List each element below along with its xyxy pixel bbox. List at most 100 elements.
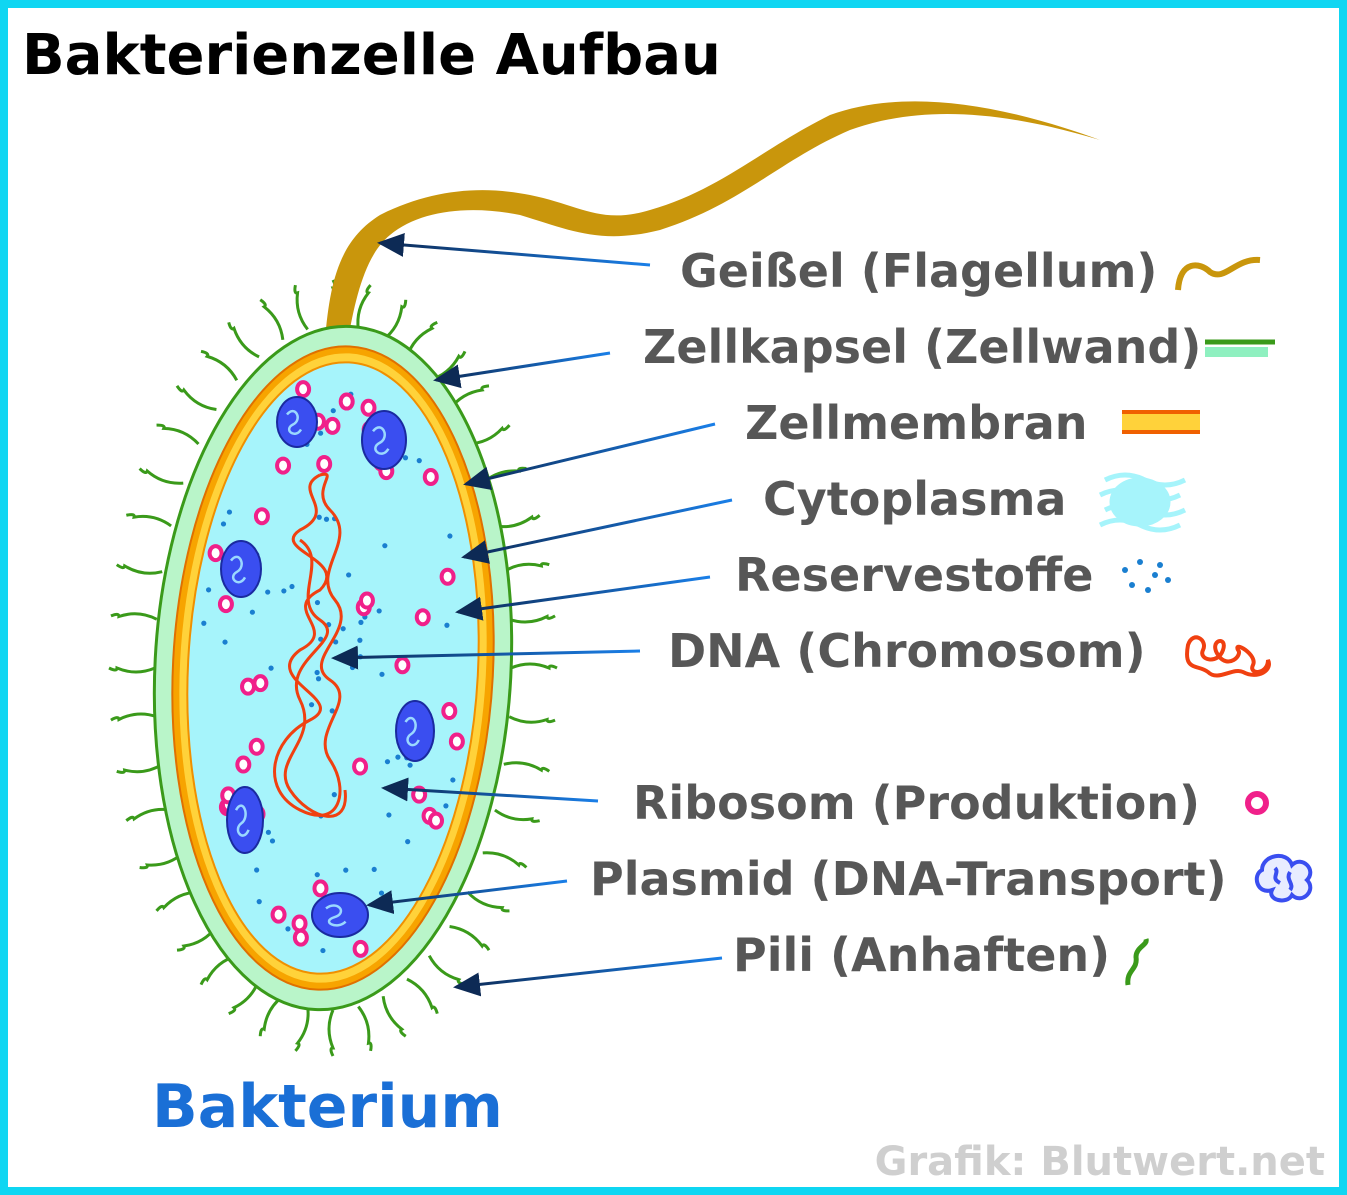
- reserve-granule: [357, 637, 363, 643]
- ribosome: [295, 380, 312, 399]
- ribosome: [240, 677, 257, 696]
- reserve-granule: [249, 609, 255, 615]
- caption-bakterium: Bakterium: [152, 1072, 503, 1142]
- pilus: [293, 284, 309, 331]
- ribosome: [441, 702, 458, 721]
- label-pili: Pili (Anhaften): [733, 928, 1110, 982]
- ribosome: [414, 608, 431, 627]
- reserve-granule: [314, 872, 320, 878]
- ribosome: [422, 468, 439, 487]
- pilus: [110, 612, 158, 621]
- plasmid-legend-icon: [1254, 854, 1313, 903]
- ribosome: [275, 456, 292, 475]
- credit-text: Grafik: Blutwert.net: [875, 1139, 1325, 1185]
- reserve-granule: [346, 572, 352, 578]
- pilus: [258, 994, 284, 1037]
- ribosomes: [207, 380, 465, 958]
- reserve-granule: [343, 867, 349, 873]
- plasmid: [395, 700, 435, 762]
- reserve-granule: [395, 754, 401, 760]
- pilus: [155, 890, 199, 912]
- pilus: [110, 712, 158, 722]
- pilus: [108, 665, 156, 674]
- reserve-granule: [268, 665, 274, 671]
- pili-legend-icon: [1125, 938, 1149, 986]
- dna-legend-icon: [1185, 635, 1271, 678]
- pilus: [228, 978, 261, 1016]
- pilus: [467, 424, 511, 446]
- reserve-granule: [320, 947, 326, 954]
- pilus: [381, 995, 407, 1038]
- pilus: [125, 513, 172, 528]
- reserve-granule: [358, 619, 364, 625]
- label-ribosome: Ribosom (Produktion): [633, 776, 1200, 830]
- reserve-granule: [205, 587, 212, 593]
- pilus: [382, 299, 408, 342]
- reserve-granule: [314, 669, 320, 676]
- ribosome: [270, 905, 287, 924]
- reserve-granules: [201, 391, 456, 954]
- plasmid: [276, 396, 318, 448]
- pilus: [139, 851, 185, 870]
- pilus: [156, 423, 200, 446]
- plasmids: [220, 396, 435, 938]
- pilus: [356, 284, 372, 330]
- reserve-granule: [316, 514, 322, 520]
- ribosome: [252, 674, 269, 693]
- pilus: [125, 807, 172, 822]
- pilus: [508, 715, 556, 724]
- pilus: [503, 562, 550, 573]
- cytoplasm-legend-icon: [1098, 472, 1187, 533]
- plasmid: [226, 786, 264, 854]
- pilus: [494, 514, 541, 529]
- ribosome: [253, 507, 270, 526]
- ribosome: [338, 392, 355, 411]
- reserve-granule: [269, 838, 276, 844]
- pilus: [357, 1005, 373, 1052]
- ribosome: [316, 454, 333, 473]
- pilus: [115, 563, 163, 575]
- reserve-granule: [416, 458, 422, 464]
- plasmid: [311, 892, 369, 938]
- reserve-granule: [378, 890, 385, 896]
- label-cytoplasm: Cytoplasma: [763, 472, 1066, 526]
- ribosome: [235, 755, 252, 774]
- ribosome: [448, 732, 465, 751]
- pilus: [503, 761, 551, 773]
- reserve-granule: [315, 676, 322, 682]
- label-dna: DNA (Chromosom): [668, 624, 1146, 678]
- reserve-granule: [265, 829, 272, 835]
- reserve-granule: [349, 664, 356, 671]
- pilus: [427, 954, 466, 987]
- pili: [108, 279, 558, 1057]
- pilus: [199, 954, 238, 986]
- label-plasmid: Plasmid (DNA-Transport): [590, 852, 1227, 906]
- ribosome: [428, 811, 445, 830]
- label-membrane: Zellmembran: [745, 396, 1088, 450]
- reserve-granule: [379, 671, 385, 677]
- pilus: [327, 1009, 336, 1057]
- label-capsule: Zellkapsel (Zellwand): [643, 320, 1201, 374]
- ribosome: [217, 595, 234, 614]
- label-arrows: [331, 232, 733, 997]
- ribosome: [352, 939, 369, 958]
- ribosome: [352, 757, 369, 776]
- ribosome: [292, 928, 309, 947]
- pilus: [294, 1006, 310, 1052]
- flagellum-legend-icon: [1175, 256, 1261, 291]
- reserve-granule: [331, 792, 337, 798]
- ribosome-legend-icon: [1245, 791, 1269, 815]
- pilus: [448, 384, 490, 411]
- reserve-granule: [265, 589, 271, 595]
- reserve-granule: [285, 926, 291, 932]
- ribosome: [248, 737, 265, 756]
- label-reserves: Reservestoffe: [735, 548, 1094, 602]
- dna-chromosome: [273, 472, 347, 818]
- pilus: [259, 298, 285, 341]
- reserve-granule: [376, 608, 382, 614]
- plasmid: [220, 540, 262, 598]
- pilus: [138, 467, 184, 485]
- reserve-granule: [254, 867, 260, 873]
